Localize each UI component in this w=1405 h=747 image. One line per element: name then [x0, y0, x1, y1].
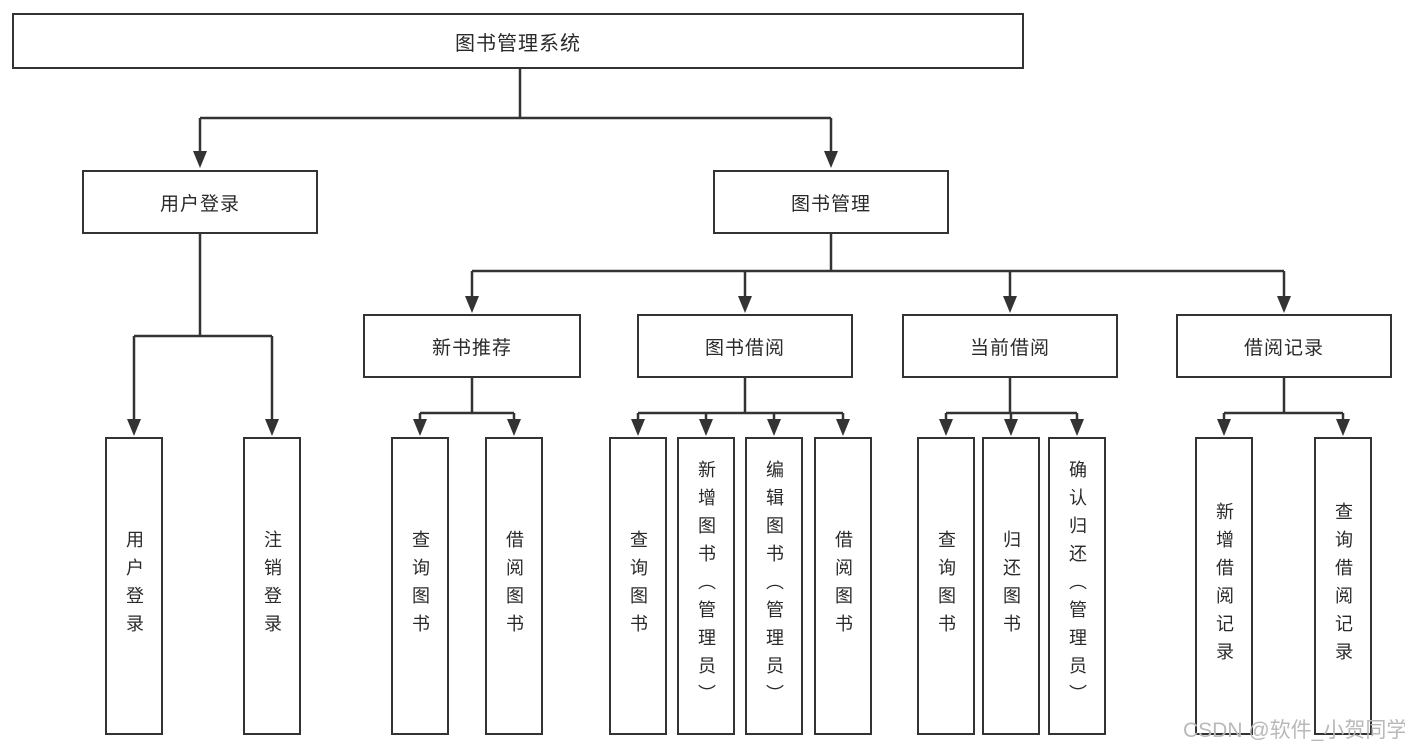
node-label: 图书管理系统 — [455, 32, 581, 55]
leaf-query-books-current: 查询图书 — [917, 437, 975, 735]
node-new-book-recommend: 新书推荐 — [363, 314, 581, 378]
leaf-query-borrow-record: 查询借阅记录 — [1314, 437, 1372, 735]
leaf-label: 查询借阅记录 — [1333, 502, 1353, 670]
leaf-label: 编辑图书（管理员） — [764, 460, 784, 712]
leaf-label: 用户登录 — [124, 530, 144, 642]
node-label: 图书借阅 — [704, 337, 785, 359]
leaf-borrow-books: 借阅图书 — [814, 437, 872, 735]
node-label: 借阅记录 — [1243, 337, 1324, 359]
node-book-borrow: 图书借阅 — [637, 314, 853, 378]
node-book-management-branch: 图书管理 — [713, 170, 949, 234]
leaf-add-books-admin: 新增图书（管理员） — [677, 437, 735, 735]
node-label: 图书管理 — [790, 193, 871, 215]
leaf-label: 查询图书 — [936, 530, 956, 642]
leaf-label: 归还图书 — [1001, 530, 1021, 642]
leaf-label: 新增借阅记录 — [1214, 502, 1234, 670]
leaf-query-books-recommend: 查询图书 — [391, 437, 449, 735]
leaf-query-books-borrow: 查询图书 — [609, 437, 667, 735]
leaf-add-borrow-record: 新增借阅记录 — [1195, 437, 1253, 735]
node-label: 用户登录 — [159, 193, 240, 215]
leaf-borrow-books-recommend: 借阅图书 — [485, 437, 543, 735]
leaf-label: 确认归还（管理员） — [1067, 460, 1087, 712]
leaf-label: 借阅图书 — [504, 530, 524, 642]
leaf-logout: 注销登录 — [243, 437, 301, 735]
leaf-user-login: 用户登录 — [105, 437, 163, 735]
arrowheads — [127, 151, 1350, 436]
csdn-watermark: CSDN @软件_小贺同学 — [1183, 719, 1405, 742]
leaf-label: 借阅图书 — [833, 530, 853, 642]
leaf-label: 查询图书 — [410, 530, 430, 642]
node-borrow-records: 借阅记录 — [1176, 314, 1392, 378]
node-current-borrow: 当前借阅 — [902, 314, 1118, 378]
leaf-label: 注销登录 — [262, 530, 282, 642]
leaf-return-books: 归还图书 — [982, 437, 1040, 735]
leaf-label: 查询图书 — [628, 530, 648, 642]
node-label: 新书推荐 — [431, 337, 512, 359]
leaf-edit-books-admin: 编辑图书（管理员） — [745, 437, 803, 735]
connector-lines — [132, 69, 1345, 421]
leaf-confirm-return-admin: 确认归还（管理员） — [1048, 437, 1106, 735]
node-library-management-system: 图书管理系统 — [12, 13, 1024, 69]
node-label: 当前借阅 — [969, 337, 1050, 359]
leaf-label: 新增图书（管理员） — [696, 460, 716, 712]
node-user-login-branch: 用户登录 — [82, 170, 318, 234]
